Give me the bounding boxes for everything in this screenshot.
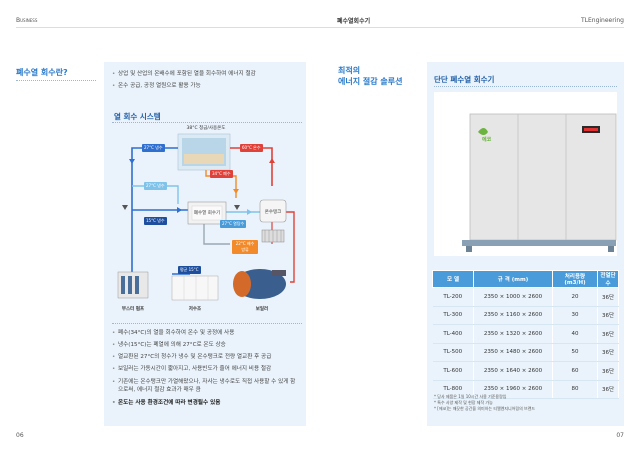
- table-row: TL-400 2350 × 1320 × 2600 40 36단: [432, 324, 619, 344]
- footnotes: * 당사 제품은 1일 10시간 사용 기준용량임 * 특수 사양 제작 및 현…: [434, 394, 618, 413]
- spec-table: 모 델 규 격 (mm) 처리용량(m3/H) 전열단수 TL-200 2350…: [432, 270, 619, 399]
- note-item: 냉수(15°C)는 폐열에 의해 27°C로 온도 상승: [112, 342, 300, 349]
- product-illustration: [462, 113, 617, 252]
- cold-in-tag: 15°C 냉수: [144, 217, 167, 225]
- storage-label: 저수조: [188, 307, 202, 312]
- cell-capacity: 30: [552, 306, 598, 325]
- top-temp-label: 38°C 청금/사용온도: [186, 126, 226, 131]
- heat-recovery-diagram: 38°C 청금/사용온도 27°C 냉수 60°C 온수 34°C 폐수 27°…: [112, 124, 304, 320]
- cell-capacity: 80: [552, 380, 598, 399]
- cell-stages: 36단: [597, 324, 619, 344]
- intro-item: 온수 공급, 공정 열원으로 활용 가능: [112, 83, 302, 90]
- hot-water-tag: 60°C 온수: [240, 144, 263, 152]
- diagram-pipes: [117, 133, 295, 301]
- table-row: TL-600 2350 × 1640 × 2600 60 36단: [432, 361, 619, 381]
- system-divider: [112, 122, 302, 123]
- header-center: 폐수열회수기: [337, 18, 371, 25]
- cell-size: 2350 × 1320 × 2600: [473, 324, 553, 344]
- intro-item: 상업 및 산업의 온배수에 포함된 열을 회수하여 에너지 절감: [112, 71, 302, 78]
- table-row: TL-500 2350 × 1480 × 2600 50 36단: [432, 343, 619, 362]
- side-title-line-1: 최적의: [338, 66, 361, 75]
- cell-size: 2350 × 1000 × 2600: [473, 287, 553, 307]
- product-title: 단단 폐수열 회수기: [434, 75, 495, 84]
- cell-stages: 36단: [597, 306, 619, 325]
- notes-list: 폐수(34°C)의 열을 회수하여 온수 및 공정에 사용 냉수(15°C)는 …: [112, 330, 300, 413]
- column-header-model: 모 델: [432, 270, 474, 288]
- product-divider: [434, 86, 617, 87]
- tank-label: 온수탱크: [264, 210, 282, 215]
- cell-capacity: 50: [552, 343, 598, 362]
- title-underline: [16, 80, 96, 81]
- note-item: 온도는 사용 환경조건에 따라 변경될수 있음: [112, 400, 300, 407]
- cell-stages: 36단: [597, 287, 619, 307]
- footnote: * 특수 사양 제작 및 현장 제작 가능: [434, 400, 493, 406]
- cell-model: TL-200: [432, 287, 474, 307]
- table-row: TL-200 2350 × 1000 × 2600 20 36단: [432, 287, 619, 307]
- drain-tag: 22°C 배수 방류: [232, 240, 258, 254]
- warm-water-tag: 27°C 냉수: [142, 144, 165, 152]
- side-title-line-2: 에너지 절감 솔루션: [338, 76, 403, 86]
- table-header-row: 모 델 규 격 (mm) 처리용량(m3/H) 전열단수: [432, 270, 619, 288]
- table-row: TL-300 2350 × 1160 × 2600 30 36단: [432, 306, 619, 325]
- cell-model: TL-300: [432, 306, 474, 325]
- intro-list: 상업 및 산업의 온배수에 포함된 열을 회수하여 에너지 절감 온수 공급, …: [112, 71, 302, 96]
- warm-out-tag: 27°C 열탕수: [220, 220, 247, 228]
- cell-stages: 36단: [597, 343, 619, 362]
- note-item: 기존에는 온수탱크만 가열해왔으나, 자사는 냉수로도 직접 사용할 수 있게 …: [112, 379, 300, 394]
- column-header-capacity: 처리용량(m3/H): [552, 270, 598, 288]
- cell-stages: 36단: [597, 380, 619, 399]
- cell-model: TL-600: [432, 361, 474, 381]
- table-row: TL-800 2350 × 1960 × 2600 80 36단: [432, 380, 619, 399]
- supply-tag: 27°C 냉수: [144, 182, 167, 190]
- recovery-label: 폐수열 회수기: [193, 211, 221, 216]
- header-divider: [16, 27, 624, 28]
- product-image: 에코: [434, 92, 617, 256]
- note-item: 보일러는 가동시간이 짧아지고, 사용빈도가 줄어 에너지 비용 절감: [112, 367, 300, 373]
- footnote: * [에코]는 깨끗한 공간을 의미하는 티엘엔지니어링의 브랜드: [434, 406, 536, 412]
- product-logo: 에코: [482, 137, 492, 143]
- page-number-right: 07: [616, 432, 624, 439]
- cell-size: 2350 × 1160 × 2600: [473, 306, 553, 325]
- footnote: * 당사 제품은 1일 10시간 사용 기준용량임: [434, 394, 507, 399]
- mid-temp-tag: 34°C 폐수: [210, 170, 233, 178]
- feed-tag: 평균 15°C: [178, 266, 201, 274]
- side-title: 최적의 에너지 절감 솔루션: [338, 66, 402, 88]
- cell-size: 2350 × 1640 × 2600: [473, 361, 553, 381]
- header-left: Business: [16, 17, 38, 24]
- cell-model: TL-400: [432, 324, 474, 344]
- boiler-label: 보일러: [255, 307, 269, 312]
- system-title: 열 회수 시스템: [114, 112, 161, 121]
- cell-stages: 36단: [597, 361, 619, 381]
- column-header-size: 규 격 (mm): [473, 270, 553, 288]
- cell-size: 2350 × 1480 × 2600: [473, 343, 553, 362]
- page-number-left: 06: [16, 432, 24, 439]
- cell-capacity: 20: [552, 287, 598, 307]
- pump-label: 부스터 펌프: [121, 307, 145, 312]
- cell-model: TL-800: [432, 380, 474, 399]
- section-title: 폐수열 회수란?: [16, 68, 68, 77]
- cell-capacity: 40: [552, 324, 598, 344]
- note-item: 열교환된 27°C의 청수가 냉수 및 온수탱크로 전량 열교환 후 공급: [112, 355, 300, 361]
- cell-capacity: 60: [552, 361, 598, 381]
- cell-model: TL-500: [432, 343, 474, 362]
- header-right: TLEngineering: [580, 17, 624, 24]
- column-header-stages: 전열단수: [597, 270, 619, 288]
- cell-size: 2350 × 1960 × 2600: [473, 380, 553, 399]
- note-item: 폐수(34°C)의 열을 회수하여 온수 및 공정에 사용: [112, 330, 300, 337]
- notes-divider: [112, 323, 302, 324]
